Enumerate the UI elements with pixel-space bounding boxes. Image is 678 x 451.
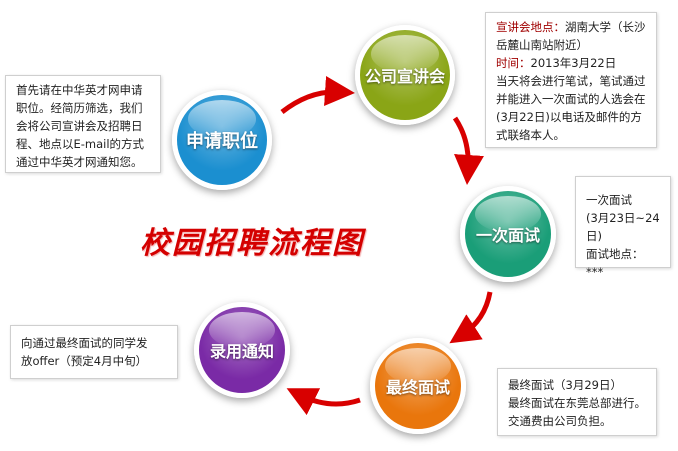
step-apply: 申请职位 — [172, 90, 272, 190]
step-offer: 录用通知 — [194, 302, 290, 398]
step-first-interview: 一次面试 — [460, 186, 556, 282]
arrow-1 — [280, 76, 355, 114]
note-final-interview: 最终面试（3月29日）最终面试在东莞总部进行。交通费由公司负担。 — [497, 368, 657, 436]
step-final-interview: 最终面试 — [370, 338, 466, 434]
arrow-3 — [449, 291, 493, 344]
arrow-2 — [452, 116, 484, 185]
step-seminar: 公司宣讲会 — [355, 25, 455, 125]
arrow-4 — [286, 388, 361, 416]
note-first-interview: 一次面试(3月23日~24日)面试地点：*** — [575, 176, 671, 279]
note-offer: 向通过最终面试的同学发放offer（预定4月中旬） — [10, 325, 178, 379]
note-seminar: 宣讲会地点：湖南大学（长沙 岳麓山南站附近） 时间：2013年3月22日 当天将… — [485, 12, 657, 148]
note-apply: 首先请在中华英才网申请职位。经简历筛选，我们会将公司宣讲会及招聘日程、地点以E-… — [5, 75, 161, 173]
diagram-title: 校园招聘流程图 — [140, 226, 364, 261]
